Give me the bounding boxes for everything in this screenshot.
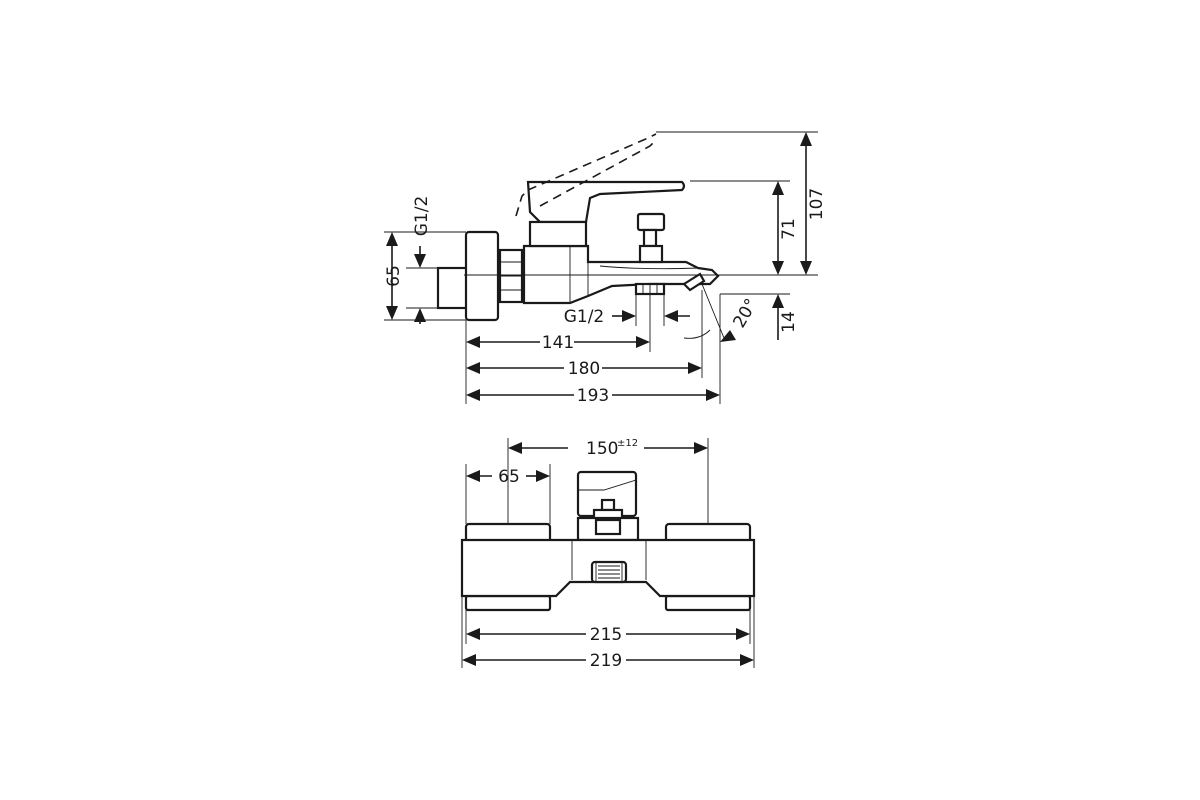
dim-center-distance: 150 bbox=[586, 439, 618, 459]
dim-total-depth: 193 bbox=[577, 386, 609, 406]
dim-center-tolerance: ±12 bbox=[617, 438, 638, 449]
dim-spout-length: 180 bbox=[568, 359, 600, 379]
dim-inlet-height: 65 bbox=[384, 265, 404, 287]
dim-thread-outlet: G1/2 bbox=[564, 307, 605, 327]
dim-spout-drop: 14 bbox=[779, 311, 799, 333]
dim-body-width: 215 bbox=[590, 625, 622, 645]
dim-total-width: 219 bbox=[590, 651, 622, 671]
dim-outlet-distance: 141 bbox=[542, 333, 574, 353]
handle-top bbox=[576, 470, 640, 542]
dim-spout-angle: 20° bbox=[729, 295, 761, 331]
top-view: 150 ±12 65 bbox=[460, 438, 756, 671]
dim-inlet-width: 65 bbox=[498, 467, 520, 487]
side-view: 107 71 14 65 G1/2 G1/2 bbox=[384, 131, 827, 406]
dim-handle-height: 71 bbox=[779, 218, 799, 240]
dim-thread-inlet: G1/2 bbox=[412, 196, 432, 237]
mixer-body bbox=[522, 212, 720, 305]
raised-handle-outline bbox=[515, 133, 657, 217]
wall-connector bbox=[436, 230, 524, 322]
dim-total-height: 107 bbox=[807, 188, 827, 220]
mixer-body-top bbox=[460, 538, 756, 598]
